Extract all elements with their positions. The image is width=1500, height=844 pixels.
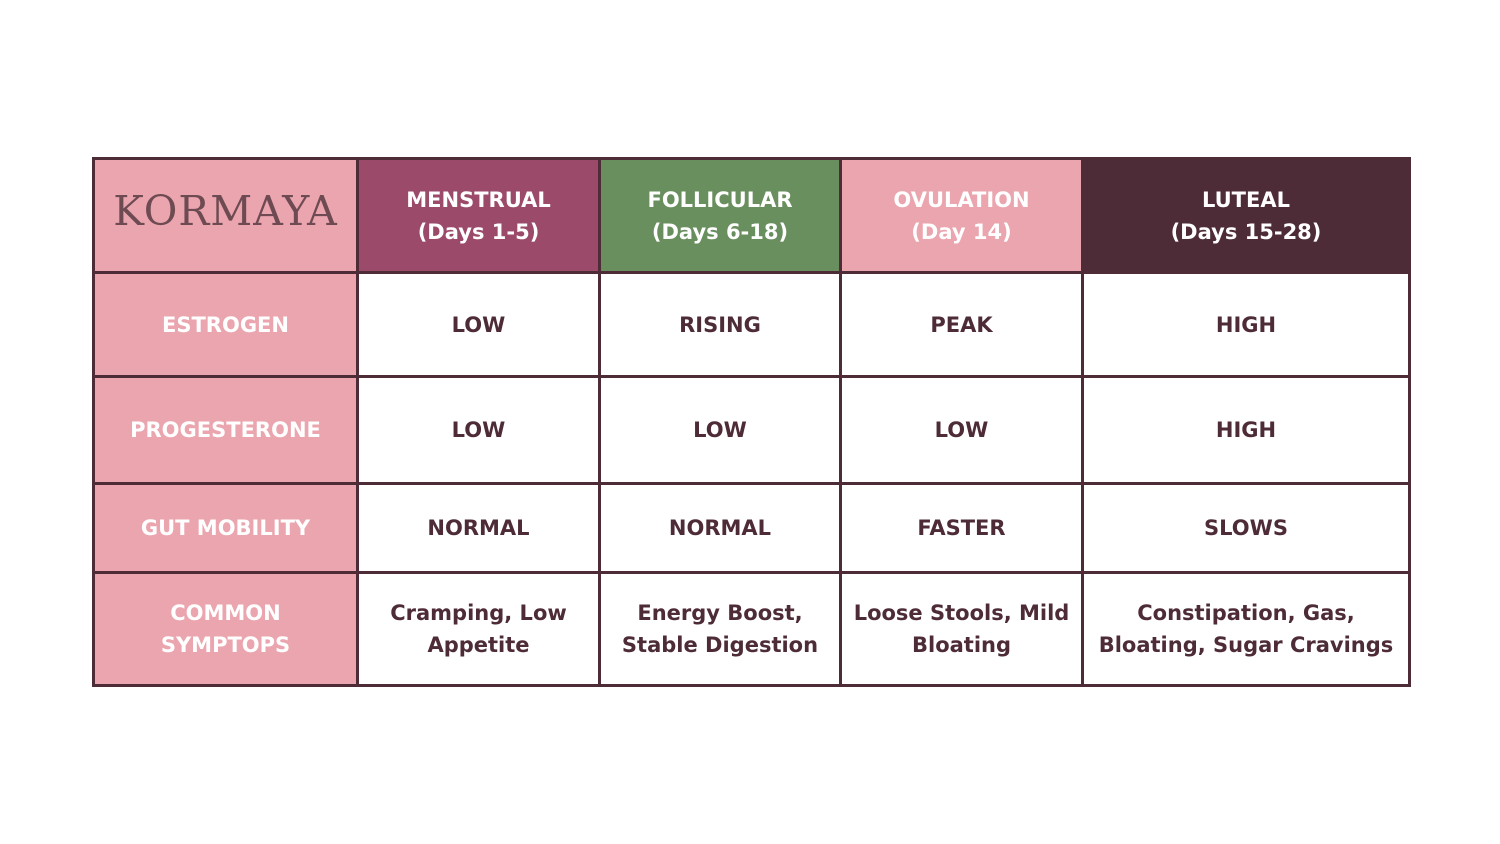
cell-value: LOW xyxy=(598,375,842,485)
phase-header-luteal: LUTEAL (Days 15-28) xyxy=(1081,157,1411,274)
brand-logo: KORMAYA xyxy=(113,187,338,235)
cell-value: LOW xyxy=(356,375,601,485)
phase-name: OVULATION xyxy=(893,187,1030,212)
cell-value: Loose Stools, Mild Bloating xyxy=(839,571,1084,687)
cell-value: HIGH xyxy=(1081,375,1411,485)
logo-cell: KORMAYA xyxy=(92,157,359,274)
cell-value: LOW xyxy=(356,271,601,378)
cell-value: PEAK xyxy=(839,271,1084,378)
phase-days: (Days 1-5) xyxy=(417,219,540,244)
header-row: KORMAYA MENSTRUAL (Days 1-5) FOLLICULAR … xyxy=(92,157,1411,274)
row-label: PROGESTERONE xyxy=(92,375,359,485)
row-common-symptoms: COMMON SYMPTOPS Cramping, Low Appetite E… xyxy=(92,571,1411,687)
phase-header-menstrual: MENSTRUAL (Days 1-5) xyxy=(356,157,601,274)
row-label: GUT MOBILITY xyxy=(92,482,359,574)
row-gut-mobility: GUT MOBILITY NORMAL NORMAL FASTER SLOWS xyxy=(92,482,1411,574)
phase-days: (Days 15-28) xyxy=(1170,219,1322,244)
cell-value: NORMAL xyxy=(356,482,601,574)
row-label: COMMON SYMPTOPS xyxy=(92,571,359,687)
cell-value: SLOWS xyxy=(1081,482,1411,574)
cell-value: FASTER xyxy=(839,482,1084,574)
cell-value: Energy Boost, Stable Digestion xyxy=(598,571,842,687)
cell-value: Constipation, Gas, Bloating, Sugar Cravi… xyxy=(1081,571,1411,687)
row-label-line: SYMPTOPS xyxy=(160,633,291,657)
cell-value: RISING xyxy=(598,271,842,378)
cell-value: NORMAL xyxy=(598,482,842,574)
cell-value: HIGH xyxy=(1081,271,1411,378)
row-estrogen: ESTROGEN LOW RISING PEAK HIGH xyxy=(92,271,1411,378)
phase-header-ovulation: OVULATION (Day 14) xyxy=(839,157,1084,274)
phase-name: FOLLICULAR xyxy=(647,187,793,212)
hormone-phase-table: KORMAYA MENSTRUAL (Days 1-5) FOLLICULAR … xyxy=(92,157,1411,687)
phase-days: (Day 14) xyxy=(911,219,1012,244)
phase-name: LUTEAL xyxy=(1202,187,1290,212)
phase-name: MENSTRUAL xyxy=(406,187,551,212)
row-progesterone: PROGESTERONE LOW LOW LOW HIGH xyxy=(92,375,1411,485)
row-label-line: COMMON xyxy=(170,601,281,625)
phase-days: (Days 6-18) xyxy=(651,219,789,244)
cell-value: LOW xyxy=(839,375,1084,485)
row-label: ESTROGEN xyxy=(92,271,359,378)
cell-value: Cramping, Low Appetite xyxy=(356,571,601,687)
phase-header-follicular: FOLLICULAR (Days 6-18) xyxy=(598,157,842,274)
